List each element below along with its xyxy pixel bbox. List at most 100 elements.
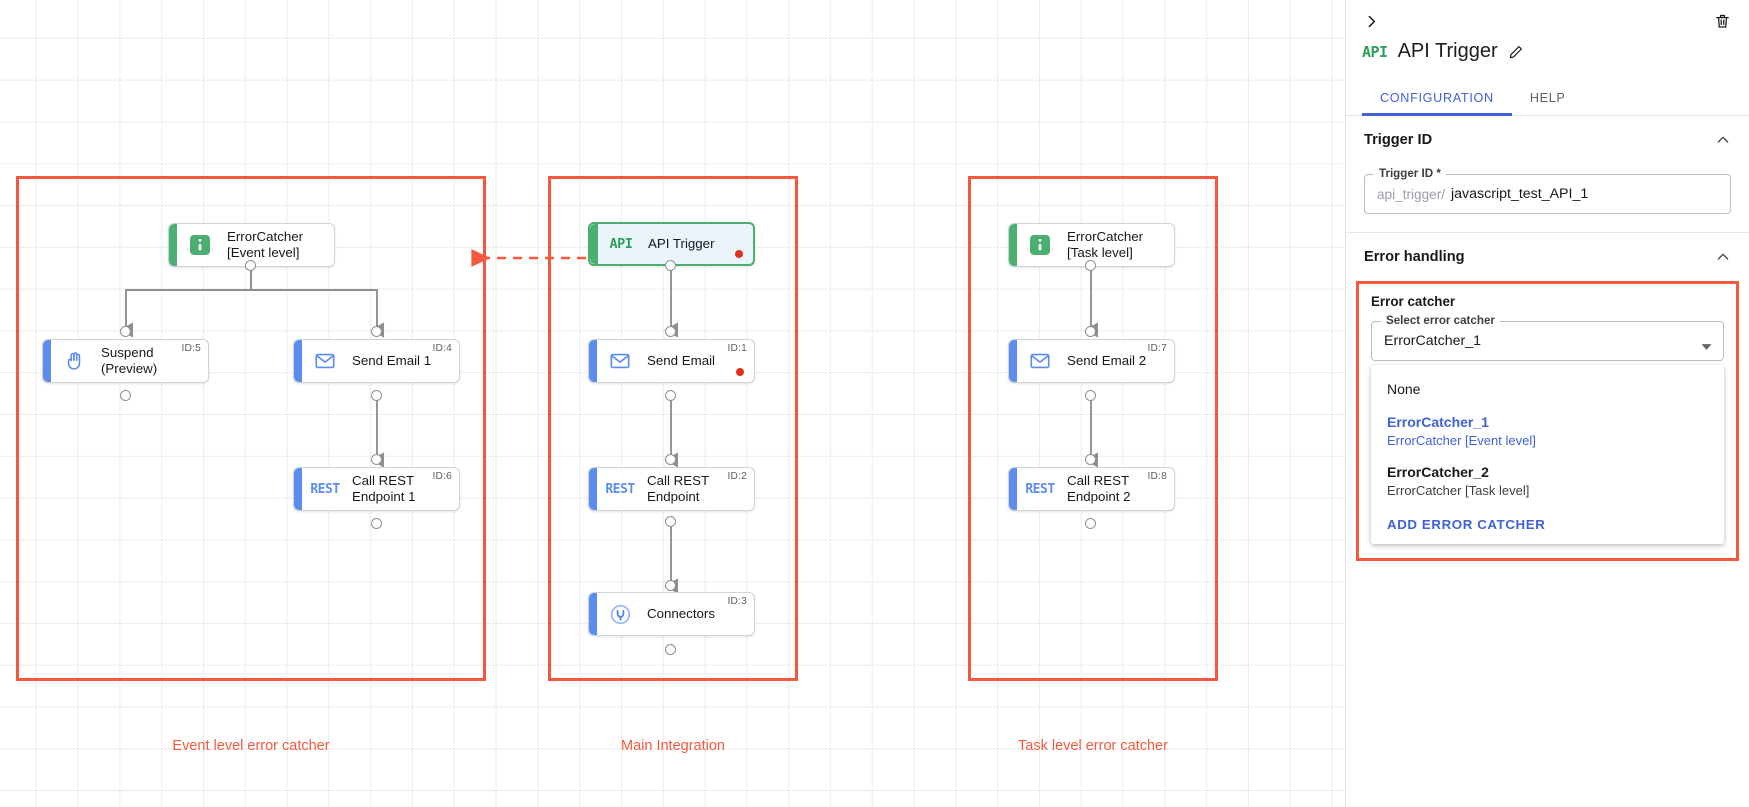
node-title: Call REST Endpoint 1 — [352, 473, 416, 504]
node-port-out[interactable] — [1085, 260, 1096, 271]
menu-item-errorcatcher-1[interactable]: ErrorCatcher_1 ErrorCatcher [Event level… — [1371, 406, 1724, 456]
node-port-out[interactable] — [371, 390, 382, 401]
envelope-icon — [308, 350, 342, 372]
menu-item-primary: ErrorCatcher_1 — [1387, 413, 1489, 430]
error-catcher-dropdown-menu[interactable]: None ErrorCatcher_1 ErrorCatcher [Event … — [1371, 365, 1724, 544]
panel-tabs: CONFIGURATION HELP — [1346, 84, 1749, 116]
node-id-badge: ID:2 — [727, 471, 747, 482]
node-port-out[interactable] — [1085, 518, 1096, 529]
chevron-up-icon[interactable] — [1715, 249, 1731, 265]
node-suspend[interactable]: Suspend (Preview) ID:5 — [42, 339, 209, 383]
node-port-out[interactable] — [665, 516, 676, 527]
section-header-trigger-id[interactable]: Trigger ID — [1346, 116, 1749, 158]
menu-item-secondary: ErrorCatcher [Event level] — [1387, 432, 1536, 448]
node-port-in[interactable] — [665, 454, 676, 465]
chevron-down-icon[interactable] — [1701, 338, 1712, 356]
api-icon: API — [609, 236, 633, 252]
node-port-in[interactable] — [120, 326, 131, 337]
node-port-out[interactable] — [1085, 390, 1096, 401]
node-id-badge: ID:7 — [1147, 343, 1167, 354]
node-accent-bar — [294, 468, 302, 510]
node-port-out[interactable] — [665, 644, 676, 655]
details-panel: API API Trigger CONFIGURATION HELP Trigg… — [1345, 0, 1749, 807]
trigger-id-input[interactable]: javascript_test_API_1 — [1451, 186, 1589, 202]
node-id-badge: ID:1 — [727, 343, 747, 354]
node-api-trigger[interactable]: API API Trigger — [588, 222, 755, 266]
panel-title-row: API API Trigger — [1362, 40, 1524, 63]
group-label-main-integration: Main Integration — [621, 738, 725, 754]
node-port-out[interactable] — [245, 260, 256, 271]
node-send-email[interactable]: Send Email ID:1 — [588, 339, 755, 383]
node-title: Suspend (Preview) — [101, 345, 158, 376]
node-port-in[interactable] — [1085, 454, 1096, 465]
node-accent-bar — [1009, 224, 1017, 266]
node-port-out[interactable] — [665, 260, 676, 271]
group-label-event-level: Event level error catcher — [172, 738, 330, 754]
envelope-icon — [1023, 350, 1057, 372]
node-title: Call REST Endpoint 2 — [1067, 473, 1131, 504]
group-frame-task-level[interactable] — [968, 176, 1218, 681]
tab-configuration[interactable]: CONFIGURATION — [1362, 84, 1512, 116]
node-title: Send Email 1 — [352, 353, 432, 369]
trash-icon[interactable] — [1709, 8, 1735, 34]
node-id-badge: ID:6 — [432, 471, 452, 482]
section-title-trigger-id: Trigger ID — [1364, 132, 1433, 148]
node-title: ErrorCatcher [Task level] — [1067, 229, 1144, 260]
add-error-catcher-button[interactable]: ADD ERROR CATCHER — [1387, 516, 1546, 532]
node-call-rest-endpoint-1[interactable]: REST Call REST Endpoint 1 ID:6 — [293, 467, 460, 511]
node-port-out[interactable] — [120, 390, 131, 401]
menu-item-errorcatcher-2[interactable]: ErrorCatcher_2 ErrorCatcher [Task level] — [1371, 456, 1724, 506]
node-port-out[interactable] — [665, 390, 676, 401]
node-accent-bar — [589, 593, 597, 635]
node-id-badge: ID:4 — [432, 343, 452, 354]
tab-help[interactable]: HELP — [1529, 91, 1566, 105]
page-title: API Trigger — [1397, 40, 1498, 62]
trigger-id-field[interactable]: Trigger ID * api_trigger/ javascript_tes… — [1364, 167, 1731, 214]
group-label-task-level: Task level error catcher — [1018, 738, 1168, 754]
node-title: Connectors — [647, 606, 715, 622]
select-error-catcher[interactable]: Select error catcher ErrorCatcher_1 — [1371, 314, 1724, 361]
chevron-right-icon[interactable] — [1358, 8, 1384, 34]
node-id-badge: ID:3 — [727, 596, 747, 607]
node-title: API Trigger — [648, 236, 715, 252]
node-send-email-1[interactable]: Send Email 1 ID:4 — [293, 339, 460, 383]
workflow-canvas[interactable]: Event level error catcher Main Integrati… — [0, 0, 1345, 807]
error-catcher-icon — [1023, 234, 1057, 256]
node-accent-bar — [589, 468, 597, 510]
node-port-in[interactable] — [665, 326, 676, 337]
node-errorcatcher-task-level[interactable]: ErrorCatcher [Task level] — [1008, 223, 1175, 267]
node-call-rest-endpoint-2[interactable]: REST Call REST Endpoint 2 ID:8 — [1008, 467, 1175, 511]
node-send-email-2[interactable]: Send Email 2 ID:7 — [1008, 339, 1175, 383]
node-port-out[interactable] — [371, 518, 382, 529]
select-error-catcher-value: ErrorCatcher_1 — [1384, 333, 1481, 349]
node-call-rest-endpoint[interactable]: REST Call REST Endpoint ID:2 — [588, 467, 755, 511]
node-title: Send Email — [647, 353, 715, 369]
connector-plug-icon — [603, 603, 637, 626]
chevron-up-icon[interactable] — [1715, 132, 1731, 148]
node-title: Send Email 2 — [1067, 353, 1147, 369]
node-port-in[interactable] — [665, 580, 676, 591]
error-catcher-highlight-box: Error catcher Select error catcher Error… — [1356, 281, 1739, 561]
group-frame-event-level[interactable] — [16, 176, 486, 681]
select-error-catcher-legend: Select error catcher — [1381, 314, 1500, 327]
section-divider — [1346, 232, 1749, 233]
menu-item-primary: None — [1387, 381, 1421, 397]
node-accent-bar — [1009, 340, 1017, 382]
section-header-error-handling[interactable]: Error handling — [1346, 233, 1749, 275]
node-port-in[interactable] — [371, 326, 382, 337]
node-errorcatcher-event-level[interactable]: ErrorCatcher [Event level] — [168, 223, 335, 267]
error-catcher-icon — [183, 234, 217, 256]
group-frame-main-integration[interactable] — [548, 176, 798, 681]
api-icon: API — [1362, 42, 1388, 61]
envelope-icon — [603, 350, 637, 372]
node-port-in[interactable] — [1085, 326, 1096, 337]
node-accent-bar — [589, 340, 597, 382]
node-port-in[interactable] — [371, 454, 382, 465]
rest-icon: REST — [1025, 481, 1055, 497]
pencil-icon[interactable] — [1508, 44, 1524, 60]
hand-suspend-icon — [57, 350, 91, 372]
menu-item-none[interactable]: None — [1371, 373, 1724, 406]
node-accent-bar — [1009, 468, 1017, 510]
panel-header: API API Trigger — [1346, 0, 1749, 84]
node-connectors[interactable]: Connectors ID:3 — [588, 592, 755, 636]
